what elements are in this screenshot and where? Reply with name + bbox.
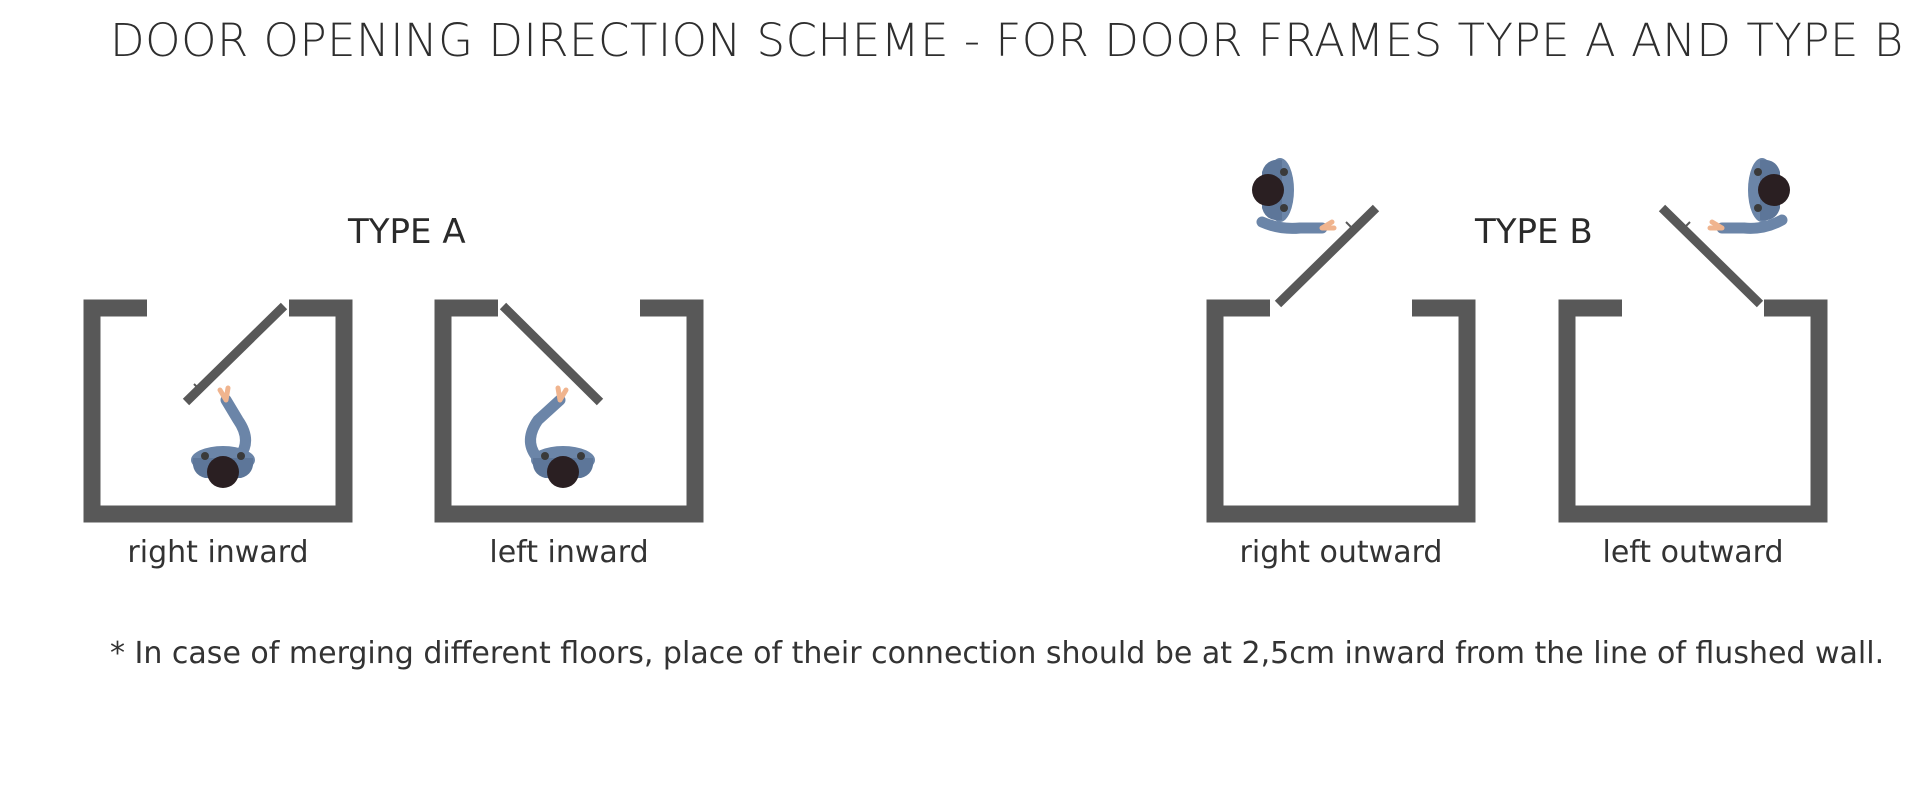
person-right-inward	[191, 385, 255, 488]
frame-right-outward	[1206, 299, 1476, 523]
person-right-outward	[1252, 158, 1337, 234]
door-leaf-left-inward	[499, 302, 604, 406]
frame-left-inward	[434, 299, 704, 523]
footnote: * In case of merging different floors, p…	[110, 636, 1885, 671]
label-right-inward: right inward	[127, 535, 309, 570]
frame-left-outward	[1558, 299, 1828, 523]
person-left-outward	[1707, 158, 1790, 234]
frame-right-inward	[83, 299, 353, 523]
person-left-inward	[525, 385, 595, 488]
door-leaf-right-inward	[182, 302, 288, 406]
type-b-title: TYPE B	[1475, 212, 1593, 252]
label-left-inward: left inward	[489, 535, 649, 570]
door-leaf-right-outward	[1274, 204, 1380, 308]
door-leaf-left-outward	[1658, 204, 1764, 308]
page-title: DOOR OPENING DIRECTION SCHEME - FOR DOOR…	[110, 14, 1904, 67]
label-right-outward: right outward	[1239, 535, 1443, 570]
type-a-title: TYPE A	[348, 212, 466, 252]
label-left-outward: left outward	[1602, 535, 1784, 570]
